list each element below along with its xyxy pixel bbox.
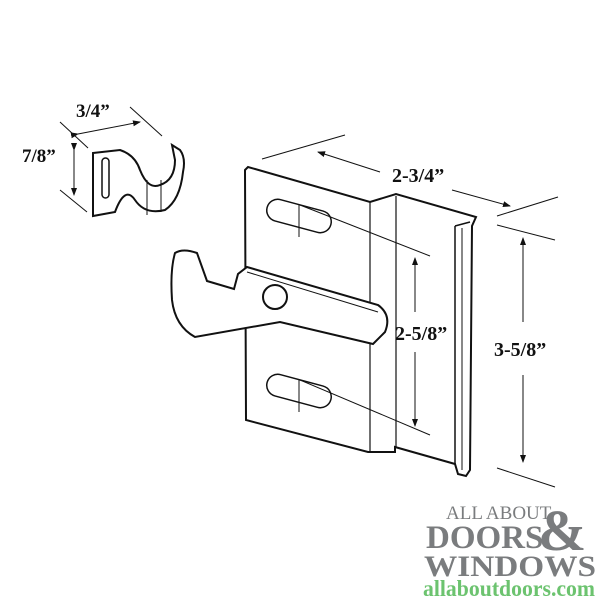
brand-logo: ALL ABOUT DOORS & WINDOWS allaboutdoors.…: [423, 498, 596, 600]
keeper-clip: [92, 142, 185, 218]
plate-height-label: 3-5/8”: [494, 339, 546, 361]
hook-latch: [170, 249, 389, 346]
logo-line1: ALL ABOUT: [446, 503, 552, 524]
slot-spacing-label: 2-5/8”: [395, 323, 447, 345]
logo-url: allaboutdoors.com: [423, 576, 595, 600]
logo-line3: WINDOWS: [424, 550, 596, 583]
logo-ampersand: &: [538, 498, 586, 563]
logo-line2: DOORS: [426, 520, 543, 556]
clip-height-label: 7/8”: [22, 146, 56, 167]
plate-dimension-lines: [261, 134, 559, 488]
plate-width-label: 2-3/4”: [392, 165, 444, 187]
clip-dimension-lines: [59, 106, 163, 213]
clip-width-label: 3/4”: [76, 101, 110, 122]
